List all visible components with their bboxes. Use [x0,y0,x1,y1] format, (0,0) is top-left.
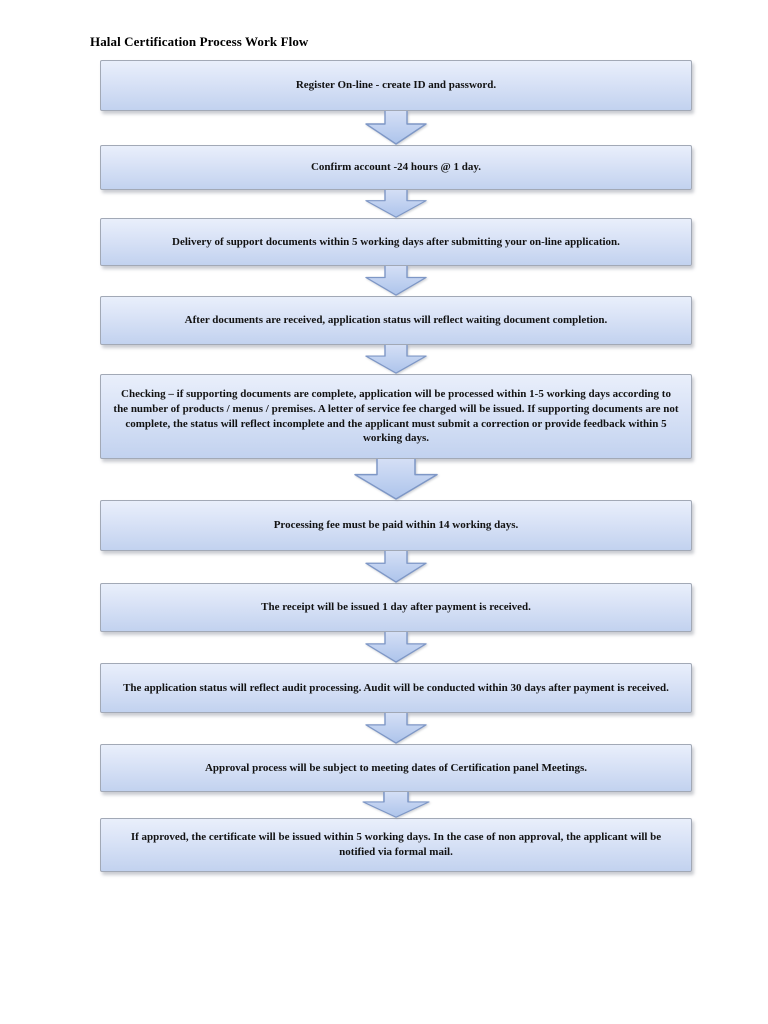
down-arrow-icon [365,111,427,145]
flow-step-text: Register On-line - create ID and passwor… [295,79,497,92]
flow-step-text: If approved, the certificate will be iss… [130,831,662,858]
down-arrow-icon [365,266,427,296]
flow-step-checking: Checking – if supporting documents are c… [100,374,692,459]
down-arrow-icon [354,459,438,500]
flow-step-waiting-completion: After documents are received, applicatio… [100,296,692,345]
flow-step-text: After documents are received, applicatio… [184,314,608,327]
flow-step-audit: The application status will reflect audi… [100,663,692,713]
down-arrow-icon [362,792,430,818]
flow-step-confirm-account: Confirm account -24 hours @ 1 day. [100,145,692,190]
flow-step-delivery-documents: Delivery of support documents within 5 w… [100,218,692,266]
flow-step-text: The receipt will be issued 1 day after p… [261,601,531,614]
flow-step-text: Processing fee must be paid within 14 wo… [273,519,519,532]
flow-step-receipt: The receipt will be issued 1 day after p… [100,583,692,632]
down-arrow-icon [365,713,427,744]
flow-step-text: Delivery of support documents within 5 w… [172,235,620,248]
down-arrow-icon [365,190,427,218]
flow-step-approval: Approval process will be subject to meet… [100,744,692,792]
down-arrow-icon [365,551,427,583]
flow-step-processing-fee: Processing fee must be paid within 14 wo… [100,500,692,551]
down-arrow-icon [365,345,427,374]
flow-step-text: Approval process will be subject to meet… [204,761,588,774]
page-title: Halal Certification Process Work Flow [90,34,309,49]
flow-step-text: Confirm account -24 hours @ 1 day. [310,161,482,174]
flowchart: Register On-line - create ID and passwor… [100,60,692,872]
flow-step-certificate-issue: If approved, the certificate will be iss… [100,818,692,872]
down-arrow-icon [365,632,427,663]
flow-step-text: The application status will reflect audi… [123,681,669,694]
flow-step-text: Checking – if supporting documents are c… [113,388,679,445]
flow-step-register: Register On-line - create ID and passwor… [100,60,692,111]
